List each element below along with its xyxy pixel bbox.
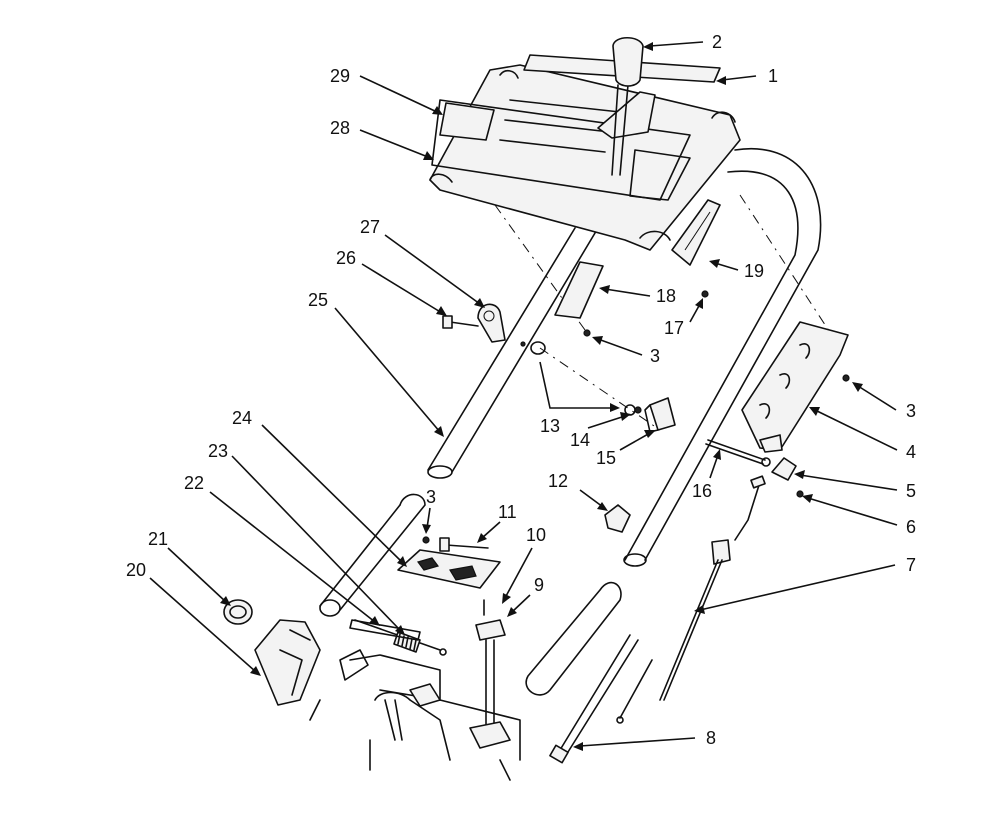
leader-lines bbox=[149, 41, 898, 751]
bracket-12 bbox=[604, 504, 631, 533]
lever-bracket-4 bbox=[741, 321, 850, 453]
block-15 bbox=[624, 397, 676, 433]
callout-12: 12 bbox=[548, 471, 568, 491]
callout-27: 27 bbox=[360, 217, 380, 237]
lower-handle-8 bbox=[525, 581, 639, 764]
base-frame bbox=[309, 649, 521, 781]
callout-28: 28 bbox=[330, 118, 350, 138]
callout-21: 21 bbox=[148, 529, 168, 549]
callout-13: 13 bbox=[540, 416, 560, 436]
callout-1: 1 bbox=[768, 66, 778, 86]
callout-2: 2 bbox=[712, 32, 722, 52]
callout-3: 3 bbox=[426, 487, 436, 507]
shift-lever bbox=[597, 36, 656, 176]
callout-17: 17 bbox=[664, 318, 684, 338]
callout-3: 3 bbox=[650, 346, 660, 366]
bolt-26 bbox=[442, 315, 479, 329]
callout-22: 22 bbox=[184, 473, 204, 493]
callout-20: 20 bbox=[126, 560, 146, 580]
callout-8: 8 bbox=[706, 728, 716, 748]
callout-3: 3 bbox=[906, 401, 916, 421]
clevis-27 bbox=[477, 303, 506, 343]
callout-29: 29 bbox=[330, 66, 350, 86]
callout-25: 25 bbox=[308, 290, 328, 310]
cable-7 bbox=[616, 475, 766, 724]
callout-11: 11 bbox=[498, 502, 517, 522]
callout-16: 16 bbox=[692, 481, 712, 501]
cover-24 bbox=[397, 549, 501, 589]
right-handle-tube bbox=[623, 147, 822, 567]
callout-19: 19 bbox=[744, 261, 764, 281]
callout-6: 6 bbox=[906, 517, 916, 537]
plate-18 bbox=[554, 261, 604, 319]
callout-9: 9 bbox=[534, 575, 544, 595]
left-handle-tube bbox=[427, 227, 599, 479]
clip-5 bbox=[771, 457, 797, 481]
callout-7: 7 bbox=[906, 555, 916, 575]
control-console bbox=[429, 64, 741, 251]
callout-24: 24 bbox=[232, 408, 252, 428]
callout-23: 23 bbox=[208, 441, 228, 461]
callout-18: 18 bbox=[656, 286, 676, 306]
callout-labels: 1 2 3 3 3 4 5 6 7 8 9 10 11 12 13 14 15 … bbox=[126, 32, 916, 748]
nut-13 bbox=[520, 341, 546, 355]
parts-drawing bbox=[223, 36, 850, 781]
callout-4: 4 bbox=[906, 442, 916, 462]
bolt-11 bbox=[439, 537, 489, 552]
bolt-16 bbox=[705, 439, 771, 467]
callout-26: 26 bbox=[336, 248, 356, 268]
callout-5: 5 bbox=[906, 481, 916, 501]
lower-tube bbox=[319, 493, 426, 617]
callout-14: 14 bbox=[570, 430, 590, 450]
block-9 bbox=[475, 599, 506, 731]
housing-20 bbox=[254, 619, 321, 706]
callout-15: 15 bbox=[596, 448, 616, 468]
callout-10: 10 bbox=[526, 525, 546, 545]
